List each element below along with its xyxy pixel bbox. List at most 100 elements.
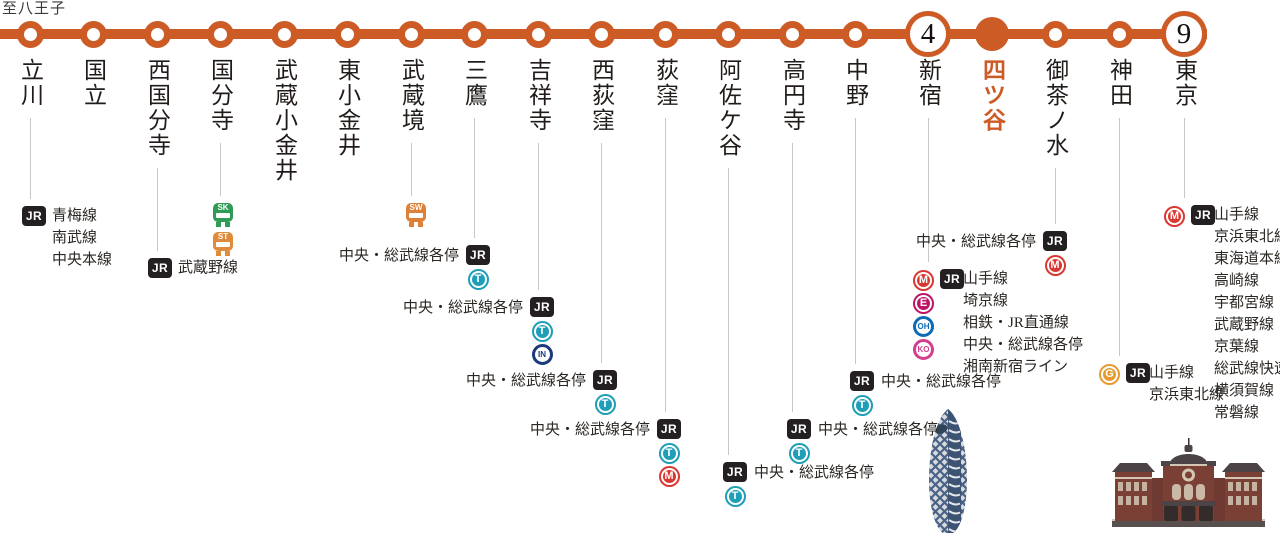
jr-badge-icon: JR: [466, 245, 490, 265]
jr-badge-icon: JR: [787, 419, 811, 439]
connector-line: [1118, 118, 1120, 356]
cocoon-tower-icon: [929, 409, 967, 533]
station-name-tokyo: 東京: [1171, 58, 1197, 108]
station-name-tachikawa: 立川: [17, 58, 43, 108]
station-marker-kunitachi: [79, 20, 107, 48]
tokyo-station-building-icon: [1112, 438, 1265, 527]
station-marker-kokubunji: [206, 20, 234, 48]
tozai-line-icon: T: [851, 395, 873, 416]
ginza-line-icon: G: [1099, 364, 1120, 385]
transfer-lines: 山手線 京浜東北線: [1149, 365, 1225, 403]
station-marker-musashi-sakai: [397, 20, 425, 48]
station-marker-tokyo: 9: [1161, 11, 1207, 57]
transfer-line-label: 中央・総武線各停: [754, 465, 875, 481]
tozai-line-icon: T: [467, 269, 489, 290]
train-foot: [409, 222, 414, 227]
transfer-line-label: 中央・総武線各停: [402, 300, 523, 316]
station-marker-kichijoji: [524, 20, 552, 48]
connector-line: [473, 118, 475, 238]
station-marker-tachikawa: [16, 20, 44, 48]
tozai-line-icon: T: [531, 321, 553, 342]
station-name-mitaka: 三鷹: [461, 58, 487, 108]
station-name-asagaya: 阿佐ケ谷: [715, 58, 741, 158]
jr-badge-icon: JR: [22, 206, 46, 226]
keio-line-icon: KO: [913, 339, 934, 360]
train-foot: [216, 222, 221, 227]
tozai-line-icon: T: [724, 486, 746, 507]
odakyu-line-icon: OH: [913, 316, 934, 337]
station-marker-ochanomizu: [1041, 20, 1069, 48]
station-name-yotsuya: 四ツ谷: [979, 58, 1005, 133]
jr-badge-icon: JR: [850, 371, 874, 391]
station-marker-musashi-koganei: [270, 20, 298, 48]
jr-badge-icon: JR: [530, 297, 554, 317]
transfer-line-label: 中央・総武線各停: [915, 234, 1036, 250]
station-name-nishi-kokubunji: 西国分寺: [144, 58, 170, 158]
station-name-shinjuku: 新宿: [915, 58, 941, 108]
station-marker-ogikubo: [651, 20, 679, 48]
tozai-line-icon: T: [788, 443, 810, 464]
train-foot: [418, 222, 423, 227]
train-windshield: [216, 213, 230, 218]
tozai-line-icon: T: [658, 443, 680, 464]
station-name-musashi-koganei: 武蔵小金井: [271, 58, 297, 183]
station-name-nishi-ogikubo: 西荻窪: [588, 58, 614, 133]
seibu-kokubunji-line-icon: SK: [213, 203, 233, 227]
connector-line: [791, 143, 793, 412]
connector-line: [219, 143, 221, 196]
station-marker-shinjuku: 4: [905, 11, 951, 57]
train-foot: [225, 251, 230, 256]
transfer-line-label: 中央・総武線各停: [465, 373, 586, 389]
transfer-lines: 山手線 埼京線 相鉄・JR直通線 中央・総武線各停 湘南新宿ライン: [963, 271, 1084, 375]
direction-note: 至八王子: [2, 1, 67, 17]
jr-badge-icon: JR: [1043, 231, 1067, 251]
connector-line: [1183, 118, 1185, 198]
station-marker-asagaya: [714, 20, 742, 48]
station-name-musashi-sakai: 武蔵境: [398, 58, 424, 133]
connector-line: [664, 118, 666, 412]
jr-badge-icon: JR: [1191, 205, 1215, 225]
station-marker-nakano: [841, 20, 869, 48]
station-marker-yotsuya: [975, 17, 1009, 51]
station-name-nakano: 中野: [842, 58, 868, 108]
station-marker-kanda: [1105, 20, 1133, 48]
connector-line: [1054, 168, 1056, 224]
station-name-ogikubo: 荻窪: [652, 58, 678, 108]
station-name-ochanomizu: 御茶ノ水: [1042, 58, 1068, 158]
train-foot: [225, 222, 230, 227]
connector-line: [29, 118, 31, 199]
connector-line: [410, 143, 412, 196]
oedo-line-icon: E: [913, 293, 934, 314]
station-marker-nishi-ogikubo: [587, 20, 615, 48]
train-windshield: [409, 213, 423, 218]
transfer-lines: 山手線 京浜東北線 東海道本線 高崎線 宇都宮線 武蔵野線 京葉線 総武線快速 …: [1214, 207, 1280, 421]
jr-badge-icon: JR: [657, 419, 681, 439]
connector-line: [927, 118, 929, 262]
marunouchi-line-icon: M: [1044, 255, 1066, 276]
marunouchi-line-icon: M: [913, 270, 934, 291]
station-name-kokubunji: 国分寺: [207, 58, 233, 133]
station-name-kichijoji: 吉祥寺: [525, 58, 551, 133]
station-marker-koenji: [778, 20, 806, 48]
seibu-tamagawa-line-icon: SW: [406, 203, 426, 227]
jr-badge-icon: JR: [940, 269, 964, 289]
seibu-tamako-line-icon: ST: [213, 232, 233, 256]
station-marker-mitaka: [460, 20, 488, 48]
connector-line: [854, 118, 856, 364]
station-name-kanda: 神田: [1106, 58, 1132, 108]
connector-line: [156, 168, 158, 251]
station-marker-higashi-koganei: [333, 20, 361, 48]
station-marker-nishi-kokubunji: [143, 20, 171, 48]
jr-badge-icon: JR: [148, 258, 172, 278]
inokashira-line-icon: IN: [531, 344, 553, 365]
train-foot: [216, 251, 221, 256]
connector-line: [600, 143, 602, 363]
transfer-line-label: 中央・総武線各停: [881, 374, 1002, 390]
jr-badge-icon: JR: [1126, 363, 1150, 383]
tozai-line-icon: T: [594, 394, 616, 415]
transfer-lines: 青梅線 南武線 中央本線: [52, 208, 113, 268]
station-name-kunitachi: 国立: [80, 58, 106, 108]
connector-line: [727, 168, 729, 455]
train-windshield: [216, 242, 230, 247]
